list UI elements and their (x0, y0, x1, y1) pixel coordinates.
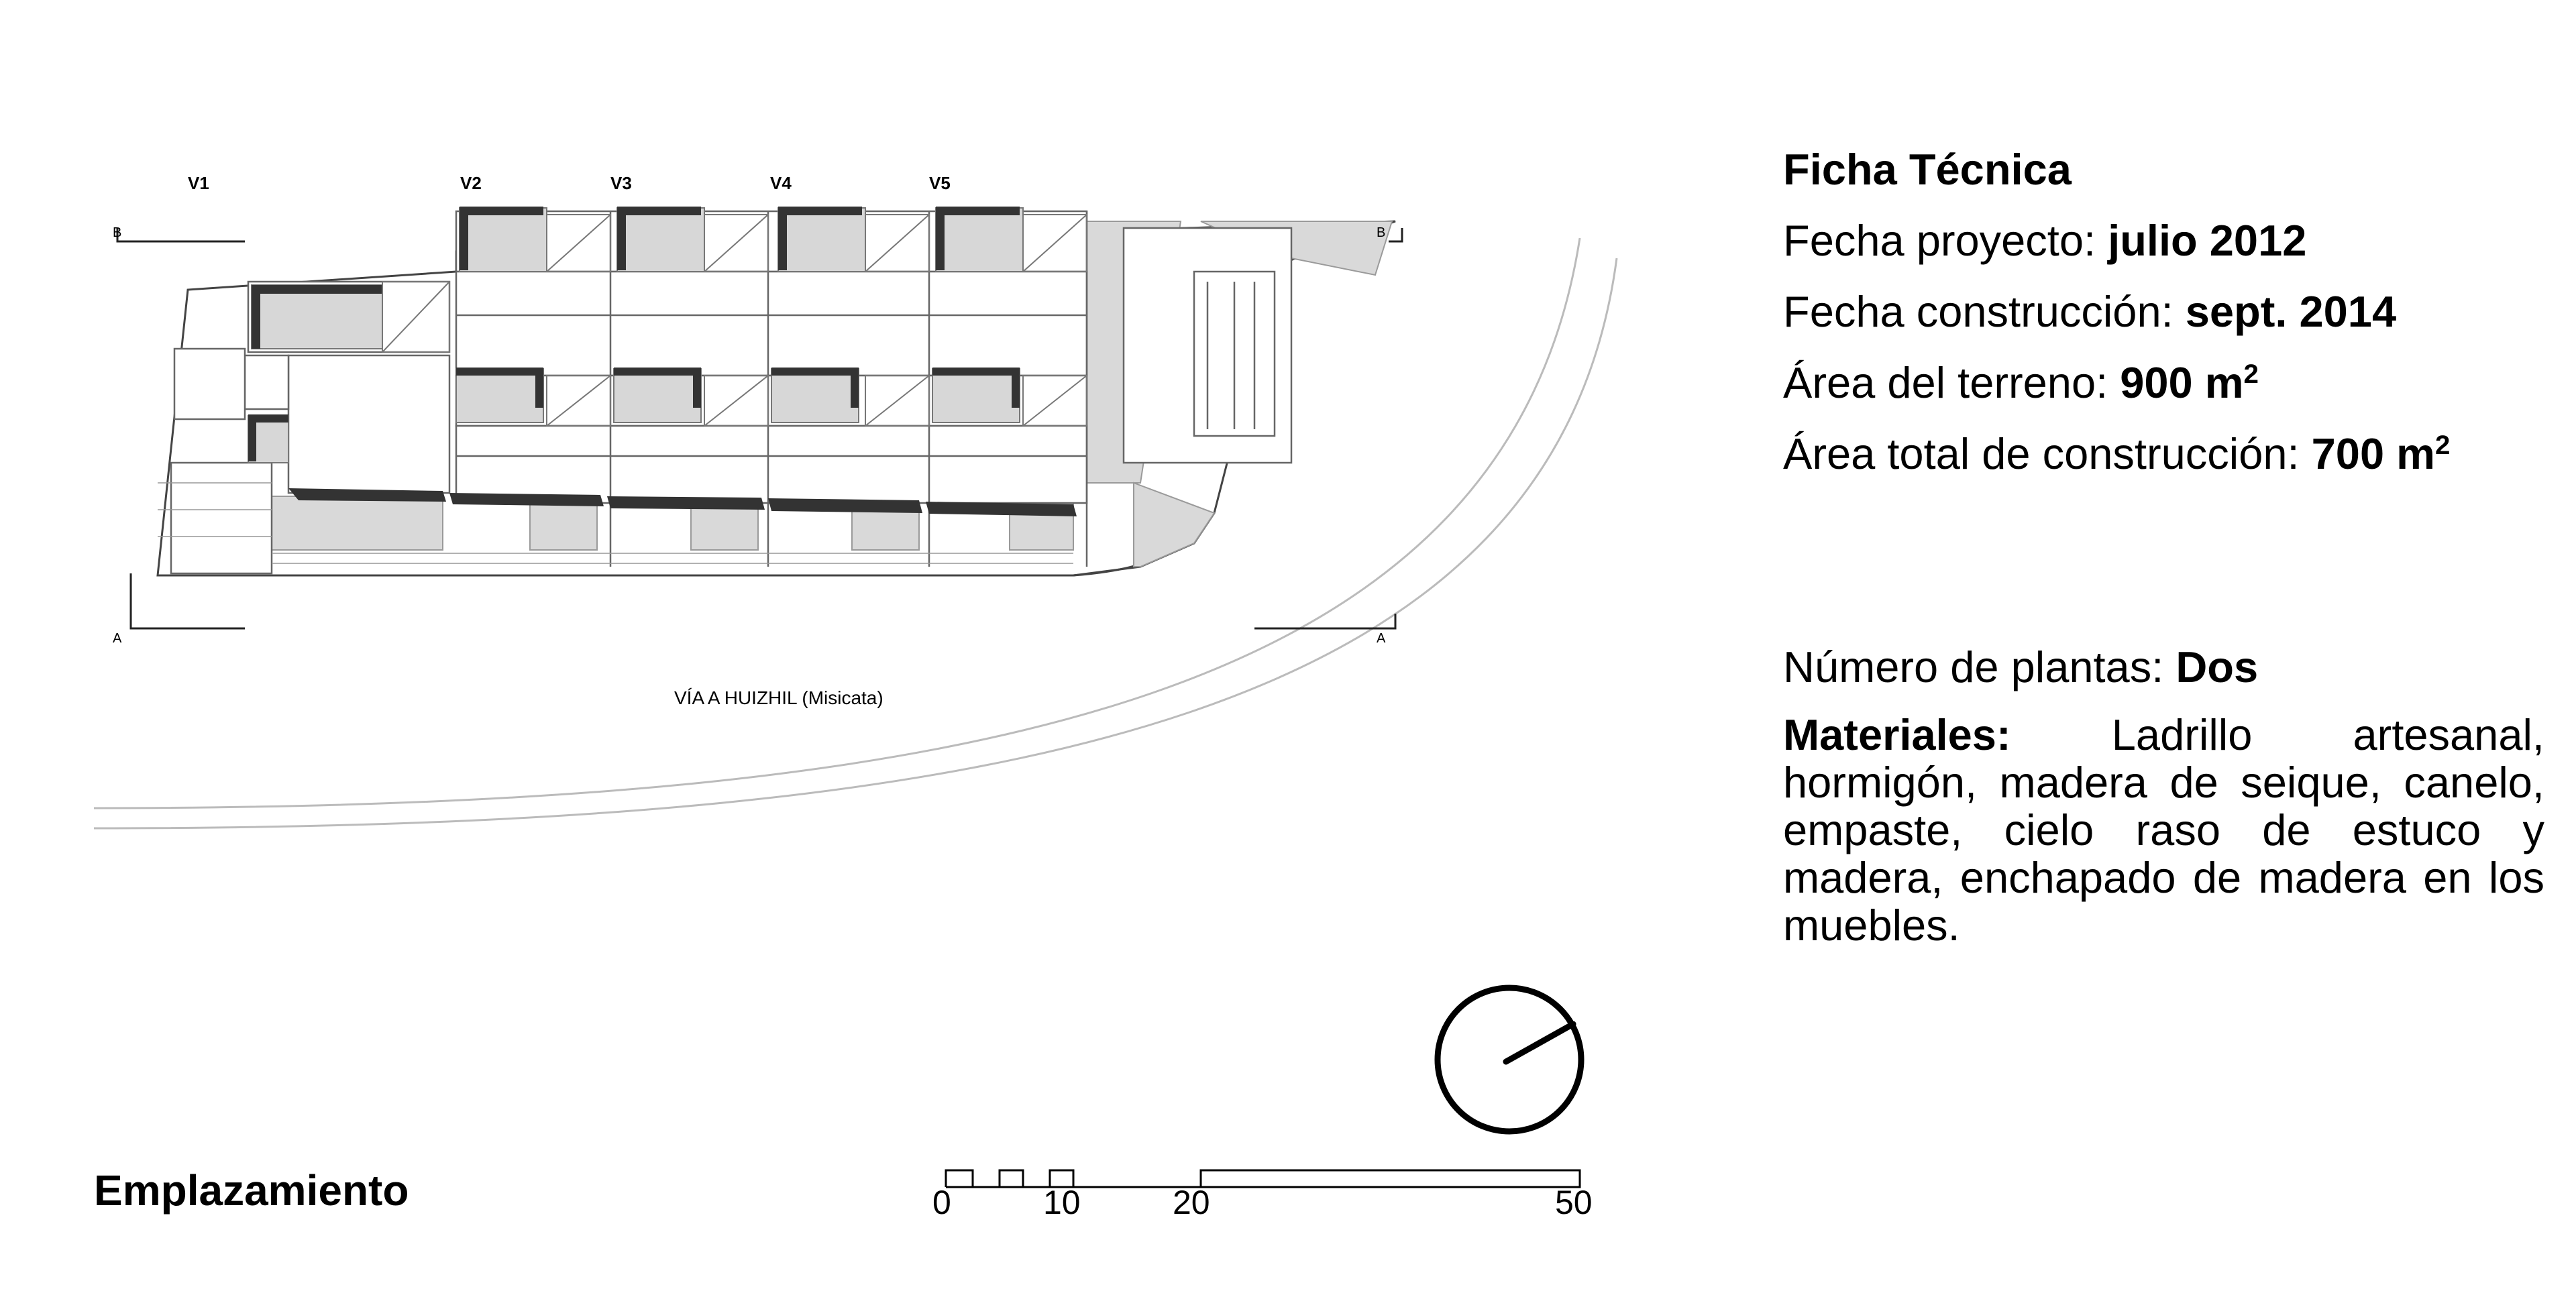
fecha-proyecto-label: Fecha proyecto: (1783, 216, 2108, 265)
area-terreno-unit-sup: 2 (2243, 358, 2259, 389)
materiales-text: Ladrillo artesanal, hormigón, madera de … (1783, 710, 2544, 950)
road-curves (93, 237, 1618, 830)
drawing-caption: Emplazamiento (94, 1166, 409, 1215)
north-arrow (1434, 985, 1585, 1135)
section-lines (116, 228, 1403, 630)
patio-squares (248, 207, 1077, 516)
plantas-row: Número de plantas: Dos (1783, 632, 2544, 703)
area-construccion-unit-sup: 2 (2434, 429, 2451, 460)
unit-label-v1: V1 (188, 173, 209, 193)
front-garden (158, 482, 1073, 564)
fecha-proyecto-value: julio 2012 (2108, 216, 2307, 265)
unit-label-v4: V4 (770, 173, 792, 193)
area-terreno-row: Área del terreno: 900 m2 (1783, 347, 2544, 418)
unit-label-v3: V3 (610, 173, 632, 193)
plantas-value: Dos (2176, 642, 2259, 691)
area-construccion-label: Área total de construcción: (1783, 429, 2312, 478)
materiales-paragraph: Materiales: Ladrillo artesanal, hormigón… (1783, 711, 2544, 949)
fecha-construccion-label: Fecha construcción: (1783, 287, 2186, 336)
fecha-construccion-value: sept. 2014 (2185, 287, 2397, 336)
section-mark-a-left: A (113, 631, 122, 646)
ficha-tecnica-panel: Ficha Técnica Fecha proyecto: julio 2012… (1783, 134, 2544, 949)
scale-tick-50: 50 (1555, 1184, 1593, 1221)
area-terreno-value: 900 m (2120, 358, 2244, 407)
plantas-label: Número de plantas: (1783, 642, 2176, 691)
unit-label-v2: V2 (460, 173, 482, 193)
scale-tick-0: 0 (932, 1184, 951, 1221)
stair-boxes (382, 214, 1087, 427)
area-terreno-label: Área del terreno: (1783, 358, 2121, 407)
section-mark-b-left: B (113, 225, 121, 240)
fecha-construccion-row: Fecha construcción: sept. 2014 (1783, 276, 2544, 347)
section-mark-b-right: B (1377, 225, 1385, 240)
scale-tick-10: 10 (1043, 1184, 1081, 1221)
area-construccion-value: 700 m (2311, 429, 2435, 478)
scale-tick-20: 20 (1173, 1184, 1210, 1221)
road-label: VÍA A HUIZHIL (Misicata) (674, 687, 883, 708)
building-blocks (170, 210, 1293, 575)
fecha-proyecto-row: Fecha proyecto: julio 2012 (1783, 205, 2544, 276)
area-construccion-row: Área total de construcción: 700 m2 (1783, 418, 2544, 490)
section-mark-a-right: A (1377, 631, 1386, 646)
scale-bar (945, 1169, 1581, 1188)
unit-label-v5: V5 (929, 173, 951, 193)
ficha-title: Ficha Técnica (1783, 145, 2072, 194)
materiales-label: Materiales: (1783, 710, 2112, 759)
